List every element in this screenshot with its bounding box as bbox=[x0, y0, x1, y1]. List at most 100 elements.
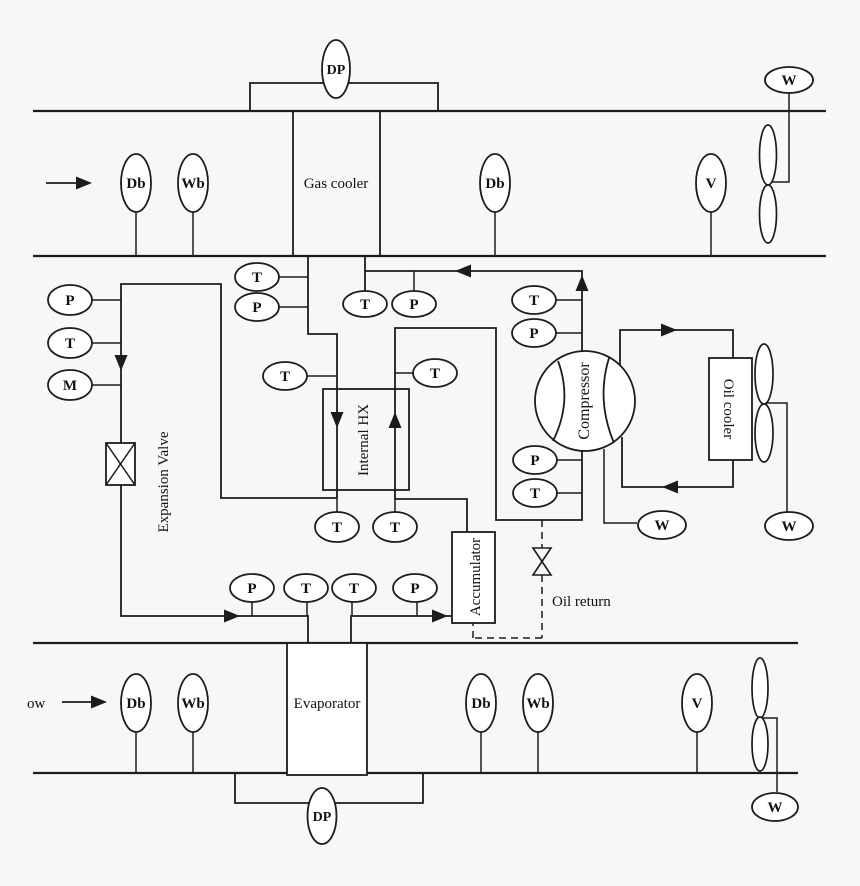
sensor-label: Wb bbox=[181, 176, 204, 192]
airflow-clipped-label: ow bbox=[27, 696, 46, 712]
top-fan-power-line bbox=[772, 92, 790, 183]
sensor-t-hx-lp-out: T bbox=[412, 358, 458, 388]
sensor-label: T bbox=[332, 520, 342, 536]
oil-cooler-box: Oil cooler bbox=[708, 357, 753, 461]
sensor-p-gc-outlet: P bbox=[234, 292, 280, 322]
oil-return-valve-icon bbox=[531, 547, 553, 576]
sensor-t-evap-outlet: T bbox=[331, 573, 377, 603]
sensor-label: Db bbox=[126, 176, 145, 192]
internal-hx-box: Internal HX bbox=[322, 388, 410, 491]
expansion-valve-label: Expansion Valve bbox=[156, 431, 172, 532]
sensor-label: T bbox=[349, 581, 359, 597]
sensor-label: Db bbox=[485, 176, 504, 192]
discharge-pipe bbox=[365, 270, 583, 353]
sensor-p-before-expansion: P bbox=[47, 284, 93, 316]
oil-return-label: Oil return bbox=[552, 594, 611, 610]
sensor-label: W bbox=[782, 73, 797, 89]
compressor-icon: Compressor bbox=[534, 350, 636, 452]
sensor-t-hx-hp-in: T bbox=[262, 361, 308, 391]
sensor-label: P bbox=[529, 326, 538, 342]
gas-cooler-label: Gas cooler bbox=[304, 176, 369, 192]
sensor-t-before-expansion: T bbox=[47, 327, 93, 359]
sensor-label: T bbox=[529, 293, 539, 309]
sensor-p-gc-inlet: P bbox=[391, 290, 437, 318]
sensor-w-bottom-fan: W bbox=[751, 792, 799, 822]
bottom-air-duct-lines bbox=[33, 641, 798, 775]
expansion-valve-icon: Expansion Valve bbox=[105, 431, 172, 532]
sensor-label: P bbox=[409, 297, 418, 313]
sensor-db-top-inlet: Db bbox=[120, 153, 152, 213]
sensor-label: P bbox=[65, 293, 74, 309]
sensor-label: T bbox=[65, 336, 75, 352]
sensor-p-suction: P bbox=[512, 445, 558, 475]
compressor-power-line bbox=[603, 449, 637, 524]
sensor-wb-bottom-outlet: Wb bbox=[522, 673, 554, 733]
sensor-t-hx-lp-in: T bbox=[372, 511, 418, 543]
top-duct-airflow-arrow bbox=[46, 176, 92, 190]
sensor-label: P bbox=[530, 453, 539, 469]
sensor-t-gc-inlet: T bbox=[342, 290, 388, 318]
sensor-m-before-expansion: M bbox=[47, 369, 93, 401]
sensor-t-gc-outlet: T bbox=[234, 262, 280, 292]
bottom-fan-power-line bbox=[760, 717, 778, 792]
sensor-wb-top-inlet: Wb bbox=[177, 153, 209, 213]
top-duct-fan-icon bbox=[758, 124, 778, 244]
sensor-label: T bbox=[360, 297, 370, 313]
sensor-p-evap-outlet: P bbox=[392, 573, 438, 603]
sensor-label: T bbox=[280, 369, 290, 385]
sensor-label: DP bbox=[313, 810, 332, 825]
expansion-valve-pipe bbox=[120, 283, 337, 643]
sensor-label: Db bbox=[471, 696, 490, 712]
bottom-duct-fan-icon bbox=[751, 657, 769, 772]
sensor-w-oil-fan: W bbox=[764, 511, 814, 541]
duct-sensor-stubs bbox=[135, 208, 712, 773]
sensor-db-bottom-outlet: Db bbox=[465, 673, 497, 733]
oil-cooler-fan-icon bbox=[754, 343, 774, 463]
accumulator-label: Accumulator bbox=[468, 538, 484, 616]
sensor-label: T bbox=[252, 270, 262, 286]
internal-hx-label: Internal HX bbox=[356, 404, 372, 476]
bottom-duct-airflow-arrow bbox=[62, 695, 107, 709]
sensor-label: T bbox=[430, 366, 440, 382]
flow-arrowheads bbox=[114, 264, 678, 623]
sensor-label: Wb bbox=[526, 696, 549, 712]
oil-return-dashed-line bbox=[472, 520, 543, 639]
suction-pipe bbox=[394, 327, 583, 532]
evaporator-label: Evaporator bbox=[294, 696, 361, 712]
sensor-label: V bbox=[692, 696, 703, 712]
sensor-velocity-top: V bbox=[695, 153, 727, 213]
sensor-dp-evaporator: DP bbox=[306, 787, 338, 845]
sensor-p-evap-inlet: P bbox=[229, 573, 275, 603]
sensor-label: Wb bbox=[181, 696, 204, 712]
sensor-label: M bbox=[63, 378, 77, 394]
sensor-dp-gas-cooler: DP bbox=[321, 39, 351, 99]
sensor-velocity-bottom: V bbox=[681, 673, 713, 733]
sensor-label: W bbox=[768, 800, 783, 816]
oil-cooler-label: Oil cooler bbox=[720, 379, 736, 439]
sensor-db-bottom-inlet: Db bbox=[120, 673, 152, 733]
sensor-db-top-outlet: Db bbox=[479, 153, 511, 213]
sensor-label: P bbox=[247, 581, 256, 597]
sensor-t-discharge: T bbox=[511, 285, 557, 315]
sensor-label: T bbox=[390, 520, 400, 536]
sensor-t-hx-hp-out: T bbox=[314, 511, 360, 543]
gas-cooler-box: Gas cooler bbox=[292, 110, 381, 257]
sensor-p-discharge: P bbox=[511, 318, 557, 348]
sensor-t-suction: T bbox=[512, 478, 558, 508]
sensor-wb-bottom-inlet: Wb bbox=[177, 673, 209, 733]
evaporator-box: Evaporator bbox=[286, 642, 368, 776]
sensor-w-top-fan: W bbox=[764, 66, 814, 94]
compressor-label: Compressor bbox=[576, 362, 593, 440]
sensor-label: DP bbox=[327, 63, 346, 78]
sensor-label: V bbox=[706, 176, 717, 192]
oil-fan-power-line bbox=[764, 402, 788, 513]
top-air-duct-lines bbox=[33, 109, 826, 258]
sensor-label: P bbox=[410, 581, 419, 597]
refrigerant-sensor-stubs bbox=[92, 271, 582, 616]
sensor-label: T bbox=[301, 581, 311, 597]
evaporator-outlet-pipe bbox=[350, 615, 452, 643]
sensor-label: W bbox=[782, 519, 797, 535]
sensor-label: T bbox=[530, 486, 540, 502]
